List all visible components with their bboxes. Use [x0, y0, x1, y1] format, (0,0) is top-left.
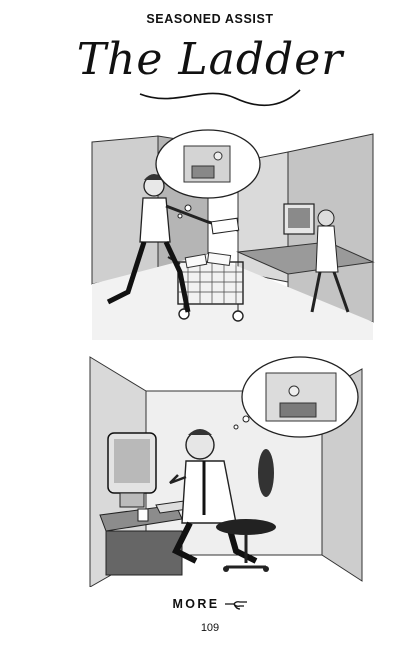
cartoon-top [88, 122, 378, 340]
cubicle-daydream-cartoon-icon [86, 355, 364, 587]
page-number: 109 [200, 622, 220, 634]
more-label: MORE [172, 597, 220, 611]
more-link[interactable]: MORE [0, 597, 420, 611]
title-flourish-icon [139, 89, 301, 107]
section-kicker: SEASONED ASSIST [146, 12, 274, 26]
pointing-hand-icon [224, 601, 247, 610]
page-title: The Ladder [76, 34, 344, 85]
cartoon-bottom [86, 355, 364, 587]
mail-cart-office-cartoon-icon [88, 122, 378, 340]
